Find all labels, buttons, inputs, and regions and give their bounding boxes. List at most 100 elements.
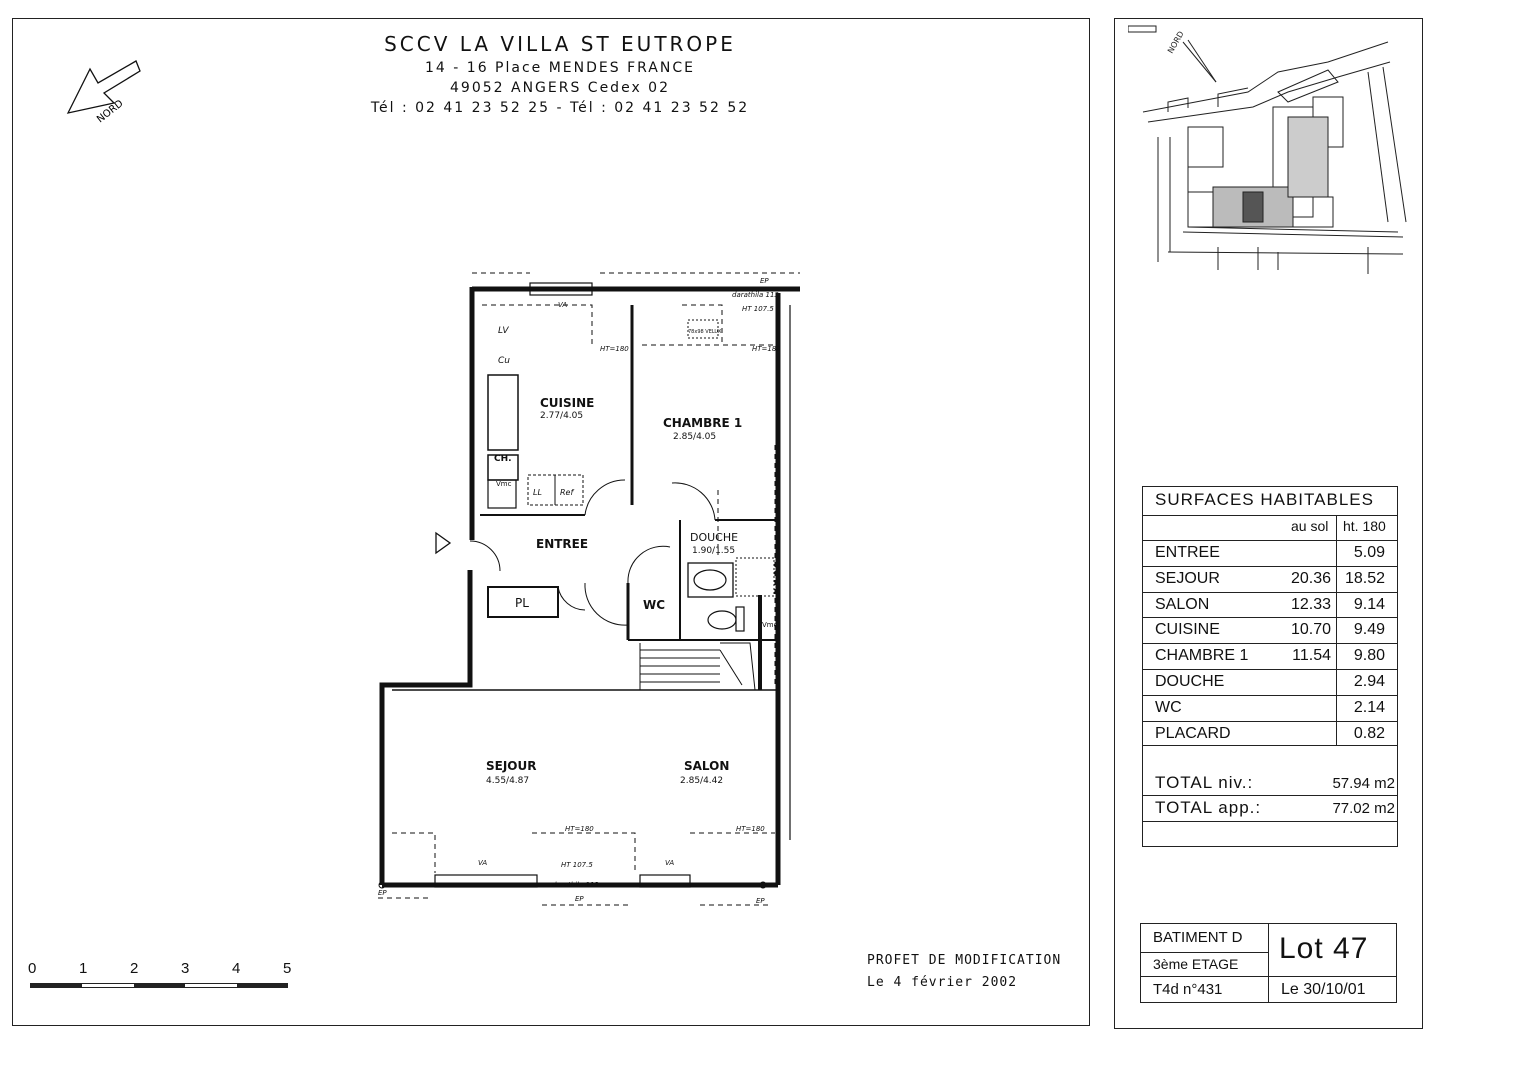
label-ep-1: EP xyxy=(760,277,769,285)
surface-row-name: SEJOUR xyxy=(1155,569,1220,587)
surface-row: CHAMBRE 1 11.54 9.80 xyxy=(1143,643,1397,669)
room-douche-dims: 1.90/1.55 xyxy=(692,546,735,556)
scale-tick-label: 1 xyxy=(79,960,88,977)
surface-row-au-sol: 11.54 xyxy=(1292,647,1331,665)
surface-row-au-sol: 10.70 xyxy=(1290,621,1331,639)
surface-row-name: ENTREE xyxy=(1155,544,1220,561)
surface-row: PLACARD 0.82 xyxy=(1143,720,1397,747)
etage-label: 3ème ETAGE xyxy=(1153,956,1239,972)
total-app-value: 77.02 m2 xyxy=(1332,800,1395,817)
label-ep-4: EP xyxy=(756,897,765,905)
address-line-1: 14 - 16 Place MENDES FRANCE xyxy=(425,60,695,76)
north-label: NORD xyxy=(95,98,126,125)
surface-row: WC 2.14 xyxy=(1143,694,1397,721)
room-entree-name: ENTREE xyxy=(536,537,588,551)
surface-row-ht: 9.80 xyxy=(1353,647,1385,665)
room-cuisine-dims: 2.77/4.05 xyxy=(540,411,583,421)
header: SCCV LA VILLA ST EUTROPE 14 - 16 Place M… xyxy=(360,32,760,116)
room-chambre-dims: 2.85/4.05 xyxy=(673,432,716,442)
surface-row-au-sol: 12.33 xyxy=(1290,595,1331,613)
room-pl-name: PL xyxy=(515,596,529,610)
room-chambre-name: CHAMBRE 1 xyxy=(663,416,742,430)
room-sejour-name: SEJOUR xyxy=(486,759,537,773)
lot-box: BATIMENT D 3ème ETAGE T4d n°431 Lot 47 L… xyxy=(1140,923,1397,1003)
label-ht180-d: HT=180 xyxy=(736,825,765,833)
site-plan: NORD xyxy=(1128,25,1407,274)
scale-tick-label: 5 xyxy=(283,960,292,977)
scale-tick-label: 4 xyxy=(232,960,241,977)
surface-row-name: DOUCHE xyxy=(1155,673,1225,690)
room-wc-name: WC xyxy=(643,598,665,612)
total-app-label: TOTAL app.: xyxy=(1155,798,1262,817)
surface-row-name: CUISINE xyxy=(1155,621,1220,639)
scale-tick-label: 2 xyxy=(130,960,139,977)
label-ch: CH. xyxy=(494,454,512,464)
company-name: SCCV LA VILLA ST EUTROPE xyxy=(384,32,736,56)
label-ref: Ref xyxy=(560,488,574,497)
label-dormant-bottom: darathila 113 xyxy=(552,881,599,889)
label-velux: 78x98 VELUX xyxy=(688,329,722,335)
room-salon-dims: 2.85/4.42 xyxy=(680,776,723,786)
surface-row: SALON 12.33 9.14 xyxy=(1143,591,1397,618)
room-cuisine-name: CUISINE xyxy=(540,396,594,410)
surfaces-table: SURFACES HABITABLES au sol ht. 180 ENTRE… xyxy=(1142,486,1398,847)
scale-tick-label: 3 xyxy=(181,960,190,977)
total-niv-label: TOTAL niv.: xyxy=(1155,773,1254,792)
column-au-sol: au sol xyxy=(1291,518,1329,534)
label-va-bottom-2: VA xyxy=(665,859,674,867)
label-cu: Cu xyxy=(498,356,510,366)
surface-row-name: CHAMBRE 1 xyxy=(1155,647,1249,665)
column-ht-180: ht. 180 xyxy=(1343,518,1386,534)
surface-row-ht: 0.82 xyxy=(1353,724,1385,742)
batiment-label: BATIMENT D xyxy=(1153,929,1243,946)
surface-row-ht: 2.14 xyxy=(1353,698,1385,716)
label-ht180-b: HT=180 xyxy=(752,345,781,353)
label-va-bottom-1: VA xyxy=(478,859,487,867)
modification-note: PROFET DE MODIFICATION xyxy=(867,953,1062,968)
room-sejour-dims: 4.55/4.87 xyxy=(486,776,529,786)
scale-bar: 0 1 2 3 4 5 xyxy=(28,960,298,996)
room-salon-name: SALON xyxy=(684,759,729,773)
label-ep-2: EP xyxy=(378,889,387,897)
side-sheet-frame xyxy=(1114,18,1423,1029)
lot-number: Lot 47 xyxy=(1279,932,1369,965)
label-dormant-top: darathila 113 xyxy=(732,291,779,299)
total-niv-value: 57.94 m2 xyxy=(1332,775,1395,792)
label-ep-3: EP xyxy=(575,895,584,903)
label-vmc-wc: Vmc xyxy=(762,621,778,629)
surface-row-ht: 2.94 xyxy=(1353,673,1385,690)
floor-plan: CUISINE 2.77/4.05 CHAMBRE 1 2.85/4.05 EN… xyxy=(378,272,800,906)
surface-row: DOUCHE 2.94 xyxy=(1143,669,1397,695)
outer-wall-left-lower xyxy=(379,570,473,885)
north-arrow-icon: NORD xyxy=(66,60,141,125)
label-va-top: VA xyxy=(558,301,567,309)
surface-row: SEJOUR 20.36 18.52 xyxy=(1143,565,1397,592)
address-line-2: 49052 ANGERS Cedex 02 xyxy=(450,80,670,96)
surface-row-ht: 9.49 xyxy=(1353,621,1385,639)
scale-tick-label: 0 xyxy=(28,960,37,977)
surface-row-ht: 18.52 xyxy=(1344,569,1385,587)
label-ht1075-bottom: HT 107.5 xyxy=(561,861,593,869)
label-ht180-c: HT=180 xyxy=(565,825,594,833)
label-ll: LL xyxy=(533,488,542,497)
label-lv: LV xyxy=(498,326,509,336)
surface-row-au-sol: 20.36 xyxy=(1290,569,1331,587)
label-ht180-a: HT=180 xyxy=(600,345,629,353)
lot-date: Le 30/10/01 xyxy=(1281,981,1366,998)
modification-date: Le 4 février 2002 xyxy=(867,975,1018,990)
surface-row-ht: 9.14 xyxy=(1353,595,1385,613)
room-douche-name: DOUCHE xyxy=(690,531,738,544)
surface-row-name: SALON xyxy=(1155,595,1210,613)
surface-row-name: PLACARD xyxy=(1155,724,1231,742)
type-label: T4d n°431 xyxy=(1153,981,1223,998)
surface-row-ht: 5.09 xyxy=(1353,544,1385,561)
surface-row: CUISINE 10.70 9.49 xyxy=(1143,617,1397,643)
surfaces-title: SURFACES HABITABLES xyxy=(1155,490,1374,509)
label-vmc-kitchen: Vmc xyxy=(496,480,512,488)
phone-line: Tél : 02 41 23 52 25 - Tél : 02 41 23 52… xyxy=(370,100,750,116)
label-ht1075-top: HT 107.5 xyxy=(742,305,774,313)
placard-box xyxy=(487,586,559,618)
surface-row: ENTREE 5.09 xyxy=(1143,540,1397,566)
entrance-arrow-icon xyxy=(435,531,452,555)
surface-row-name: WC xyxy=(1155,698,1182,716)
